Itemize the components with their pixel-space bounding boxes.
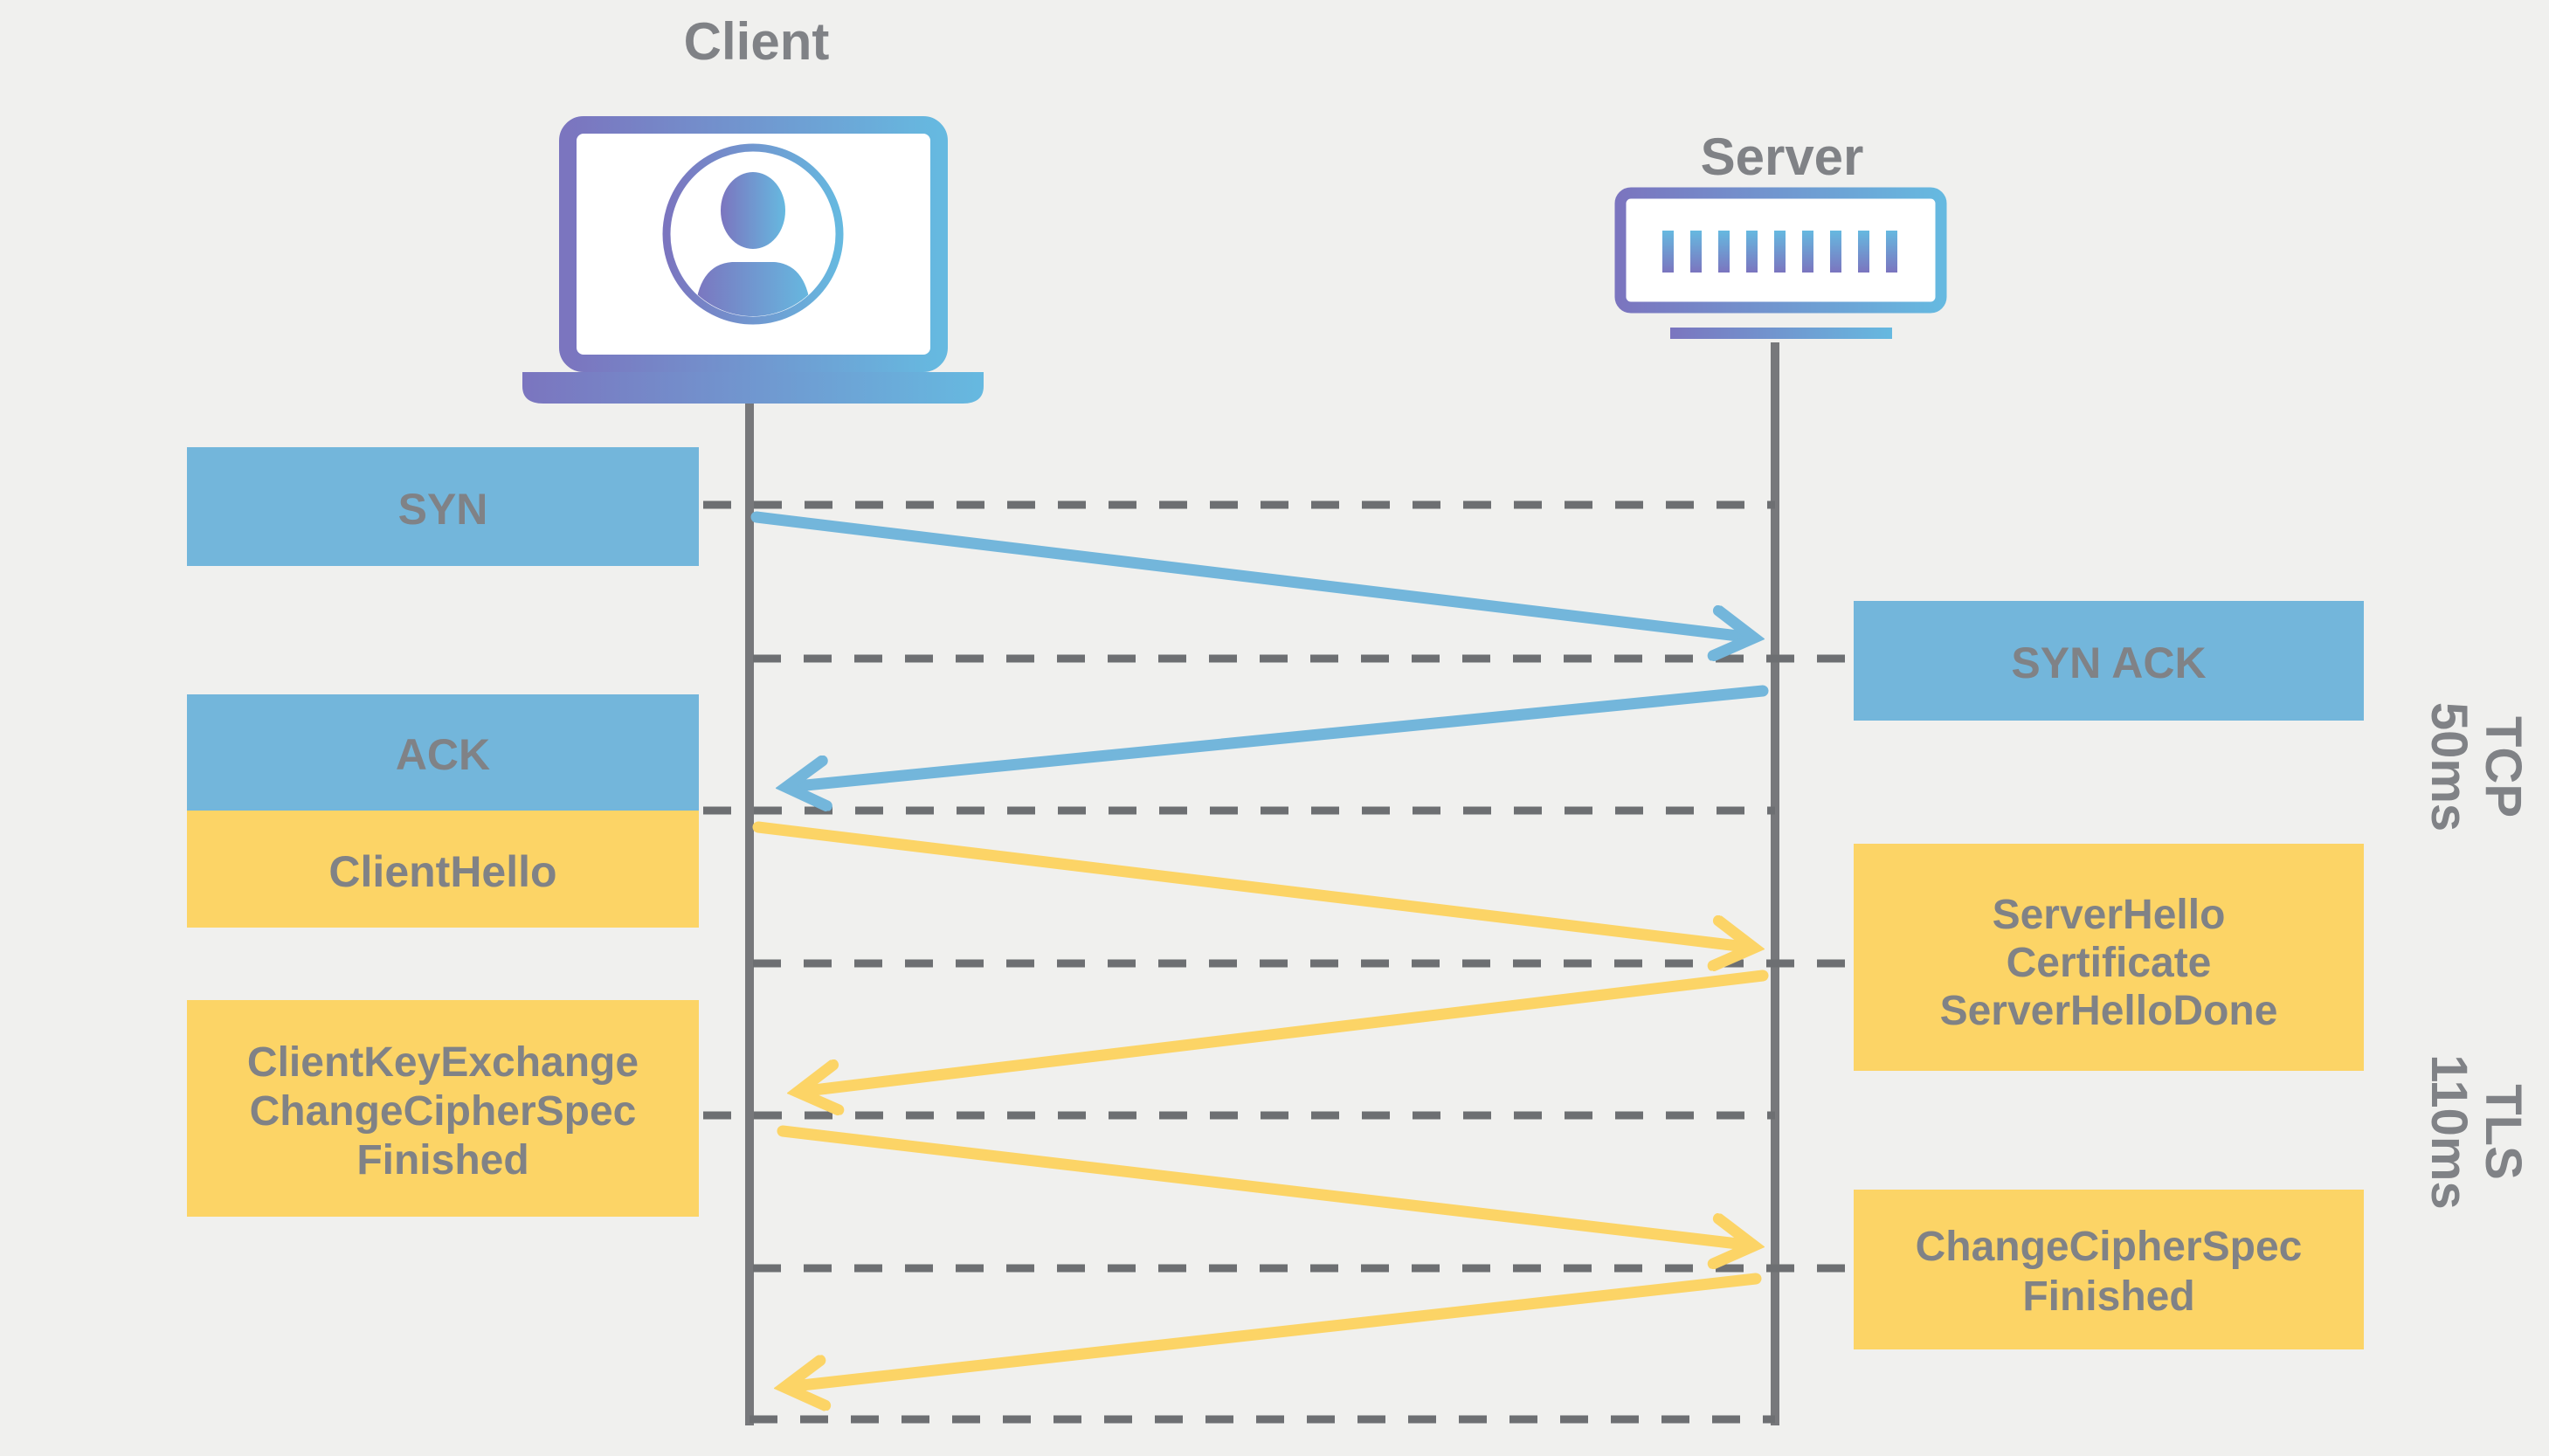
clientkeyexchange-line-3: Finished bbox=[356, 1137, 528, 1183]
clienthello-label: ClientHello bbox=[328, 847, 556, 896]
tcp-protocol-text: TCP bbox=[2475, 716, 2532, 818]
server-icon bbox=[1614, 187, 1947, 339]
clientkeyexchange-arrow bbox=[777, 1125, 1752, 1246]
server-title: Server bbox=[1701, 128, 1864, 186]
serverhello-arrow bbox=[799, 970, 1769, 1092]
message-arrows bbox=[750, 511, 1769, 1387]
changecipherspec-arrow bbox=[786, 1273, 1762, 1387]
laptop-base bbox=[522, 372, 984, 404]
syn-label: SYN bbox=[398, 485, 488, 534]
changecipherspec-line-1: ChangeCipherSpec bbox=[1916, 1224, 2303, 1270]
tls-phase-label: TLS 110ms bbox=[2421, 1054, 2532, 1209]
syn-box: SYN bbox=[187, 447, 699, 566]
syn-ack-box: SYN ACK bbox=[1854, 601, 2364, 721]
ack-box: ACK bbox=[187, 694, 699, 811]
clientkeyexchange-line-1: ClientKeyExchange bbox=[247, 1039, 639, 1086]
serverhello-line-2: Certificate bbox=[2007, 940, 2212, 986]
serverhello-line-3: ServerHelloDone bbox=[1940, 988, 2278, 1034]
clienthello-box: ClientHello bbox=[187, 811, 699, 928]
client-title: Client bbox=[684, 12, 830, 71]
client-laptop-icon bbox=[522, 116, 984, 404]
server-slots bbox=[1662, 231, 1897, 273]
tls-duration-text: 110ms bbox=[2421, 1054, 2477, 1209]
changecipherspec-line-2: Finished bbox=[2022, 1273, 2194, 1320]
tcp-duration-text: 50ms bbox=[2421, 702, 2477, 832]
serverhello-line-1: ServerHello bbox=[1993, 892, 2226, 938]
syn-ack-label: SYN ACK bbox=[2011, 638, 2206, 687]
clienthello-arrow bbox=[752, 821, 1752, 948]
user-avatar-circle bbox=[662, 143, 844, 325]
syn-ack-arrow bbox=[788, 685, 1769, 787]
syn-arrow bbox=[750, 511, 1752, 638]
ack-label: ACK bbox=[396, 730, 490, 779]
clientkeyexchange-box: ClientKeyExchange ChangeCipherSpec Finis… bbox=[187, 1000, 699, 1217]
tls-protocol-text: TLS bbox=[2475, 1084, 2532, 1180]
timing-rows bbox=[703, 500, 1854, 1424]
user-icon bbox=[694, 172, 812, 316]
clientkeyexchange-line-2: ChangeCipherSpec bbox=[250, 1088, 637, 1135]
server-base-bar bbox=[1670, 328, 1892, 339]
changecipherspec-box: ChangeCipherSpec Finished bbox=[1854, 1190, 2364, 1349]
tcp-phase-label: TCP 50ms bbox=[2421, 702, 2532, 832]
serverhello-box: ServerHello Certificate ServerHelloDone bbox=[1854, 844, 2364, 1071]
